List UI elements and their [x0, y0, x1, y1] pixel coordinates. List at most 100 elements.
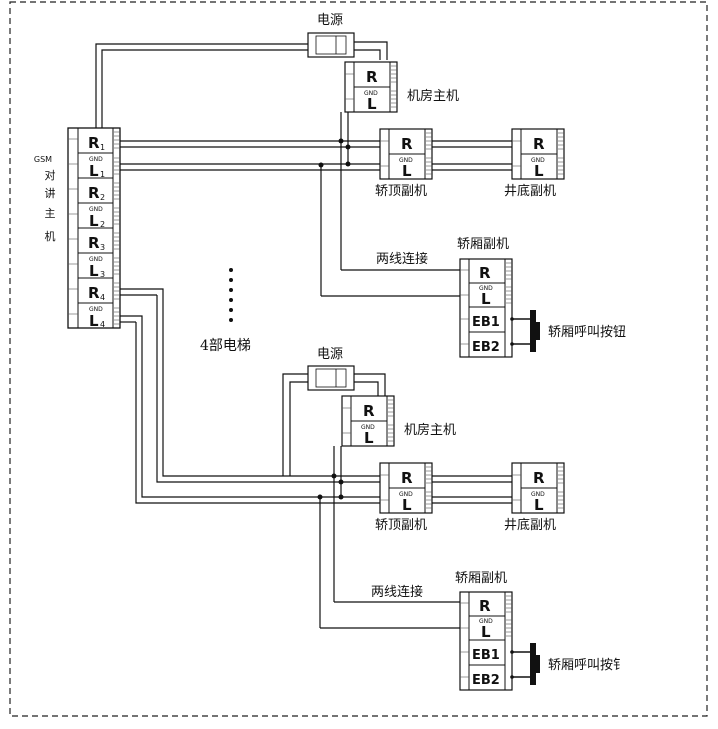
eb1-label: EB1	[472, 648, 500, 663]
call-button-label: 轿厢呼叫按钮	[548, 325, 626, 340]
terminal-letter: L	[534, 496, 544, 514]
terminal-letter: L	[367, 95, 377, 113]
terminal-letter: R	[88, 284, 100, 302]
eb2-label: EB2	[472, 340, 500, 355]
main-terminal-l3: GND L 3	[89, 256, 105, 280]
terminal-letter: R	[401, 135, 413, 153]
main-terminal-r2: R 2	[88, 184, 105, 202]
main-terminal-l4: GND L 4	[89, 306, 105, 330]
wire	[282, 373, 308, 476]
terminal-letter: L	[89, 312, 99, 330]
wire	[289, 381, 308, 476]
terminal-subscript: 4	[100, 320, 105, 329]
pit-label: 井底副机	[504, 517, 556, 533]
main-terminal-r1: R 1	[88, 134, 105, 152]
car-top-label: 轿顶副机	[375, 184, 427, 199]
gnd-label: GND	[89, 306, 103, 313]
continuation-dots	[229, 268, 233, 322]
wire	[101, 49, 308, 128]
terminal-letter: R	[533, 135, 545, 153]
terminal-letter: L	[402, 496, 412, 514]
car-top-unit-2: R GND L	[379, 462, 433, 514]
terminal-letter: L	[402, 162, 412, 180]
gnd-label: GND	[89, 256, 103, 263]
group-1-wiring	[95, 41, 512, 297]
two-wire-label: 两线连接	[371, 584, 423, 600]
terminal-letter: R	[88, 184, 100, 202]
machine-room-unit-1: R GND L	[344, 61, 398, 113]
main-unit-label-line: 主	[45, 207, 56, 220]
terminal-subscript: 1	[100, 143, 105, 152]
car-unit-1: R GND L EB1 EB2	[459, 258, 513, 358]
car-unit-label: 轿厢副机	[455, 571, 507, 586]
wire	[135, 322, 380, 504]
gnd-label: GND	[361, 424, 375, 431]
terminal-letter: R	[88, 234, 100, 252]
terminal-letter: L	[89, 262, 99, 280]
terminal-letter: L	[481, 290, 491, 308]
main-unit-label: GSM 对 讲 主 机	[34, 155, 56, 243]
car-unit-2: R GND L EB1 EB2	[459, 591, 513, 691]
main-terminal-dividers	[78, 152, 113, 304]
terminal-subscript: 2	[100, 220, 105, 229]
gnd-label: GND	[399, 157, 413, 164]
terminal-letter: R	[401, 469, 413, 487]
main-terminal-block: R 1 GND L 1 R 2 GND L 2 R 3 GND L 3 R 4	[67, 127, 121, 330]
machine-room-label: 机房主机	[407, 88, 459, 104]
main-unit-label-line: GSM	[34, 155, 52, 164]
eb2-label: EB2	[472, 673, 500, 688]
terminal-letter: R	[479, 264, 491, 282]
terminal-letter: L	[89, 162, 99, 180]
gnd-label: GND	[479, 285, 493, 292]
main-unit-label-line: 讲	[45, 186, 56, 200]
wire	[353, 381, 379, 396]
pit-label: 井底副机	[504, 183, 556, 199]
terminal-subscript: 3	[100, 243, 105, 252]
gnd-label: GND	[364, 90, 378, 97]
gnd-label: GND	[89, 206, 103, 213]
group-2-wiring	[120, 288, 512, 629]
terminal-subscript: 4	[100, 293, 105, 302]
wire	[353, 49, 381, 60]
power-label: 电源	[317, 13, 343, 28]
elevator-count-label: 4部电梯	[200, 338, 251, 354]
diagram-frame	[9, 1, 708, 717]
car-top-label: 轿顶副机	[375, 518, 427, 533]
main-terminal-ribs	[68, 131, 120, 325]
call-button-2	[510, 643, 540, 685]
terminal-letter: L	[481, 623, 491, 641]
call-button-1	[510, 310, 540, 352]
wire	[156, 295, 380, 483]
group-2-junctions	[317, 473, 344, 500]
machine-room-unit-2: R GND L	[341, 395, 395, 447]
gnd-label: GND	[531, 157, 545, 164]
car-unit-label: 轿厢副机	[457, 237, 509, 252]
main-terminal-l1: GND L 1	[89, 156, 105, 180]
terminal-letter: R	[88, 134, 100, 152]
gnd-label: GND	[479, 618, 493, 625]
terminal-subscript: 1	[100, 170, 105, 179]
wire	[353, 373, 386, 396]
group-1-junctions	[318, 138, 351, 168]
main-terminal-l2: GND L 2	[89, 206, 105, 230]
wire	[120, 288, 380, 477]
machine-room-label: 机房主机	[404, 422, 456, 438]
power-supply-2	[307, 365, 355, 391]
two-wire-label: 两线连接	[376, 251, 428, 267]
main-unit-label-line: 对	[45, 168, 56, 182]
terminal-subscript: 3	[100, 270, 105, 279]
gnd-label: GND	[399, 491, 413, 498]
terminal-letter: R	[533, 469, 545, 487]
wire	[353, 41, 388, 60]
terminal-letter: L	[364, 429, 374, 447]
terminal-letter: R	[363, 402, 375, 420]
terminal-letter: L	[89, 212, 99, 230]
main-unit-label-line: 机	[45, 229, 56, 243]
terminal-letter: R	[366, 68, 378, 86]
terminal-letter: L	[534, 162, 544, 180]
pit-unit-1: R GND L	[511, 128, 565, 180]
gnd-label: GND	[531, 491, 545, 498]
eb1-label: EB1	[472, 315, 500, 330]
